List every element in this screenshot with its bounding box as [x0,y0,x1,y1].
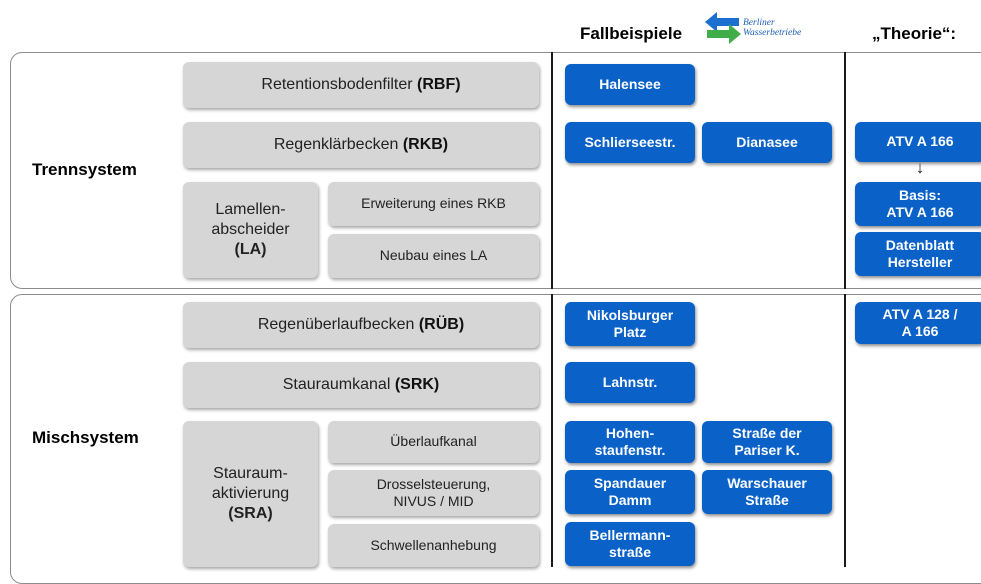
mischsystem-label: Mischsystem [32,428,139,447]
srk-box: Stauraumkanal (SRK) [183,362,539,408]
rbf-box: Retentionsbodenfilter (RBF) [183,62,539,108]
rbf-abbr: (RBF) [417,76,461,93]
sra-line2: aktivierung [211,485,290,502]
example-spandauer-damm: Spandauer Damm [565,470,695,514]
example-strasse-pariser-k: Straße der Pariser K. [702,421,832,463]
srk-abbr: (SRK) [394,376,440,393]
example-nikolsburger-platz: Nikolsburger Platz [565,302,695,346]
example-bellermannstrasse: Bellermann- straße [565,522,695,566]
separator-examples-misch [551,294,553,567]
logo-line2: Wasserbetriebe [743,27,802,38]
header-theorie: „Theorie“: [872,24,957,43]
example-warschauer-strasse: Warschauer Straße [702,470,832,514]
logo-arrows-icon [705,12,741,44]
example-hohenstaufenstr: Hohen- staufenstr. [565,421,695,463]
header-fallbeispiele: Fallbeispiele [580,24,683,43]
la-line2: abscheider [211,221,290,238]
la-box: Lamellen- abscheider (LA) [183,182,318,278]
sra-sub-ueberlaufkanal: Überlaufkanal [328,421,539,463]
la-abbr: (LA) [234,241,267,258]
sra-sub-schwellenanhebung: Schwellenanhebung [328,524,539,567]
logo-line1: Berliner [743,18,775,28]
rub-box: Regenüberlaufbecken (RÜB) [183,302,539,348]
berliner-wasserbetriebe-logo: Berliner Wasserbetriebe [703,10,828,46]
rkb-box: Regenklärbecken (RKB) [183,122,539,168]
la-sub-neubau: Neubau eines LA [328,234,539,278]
theory-basis-atv-a166: Basis: ATV A 166 [855,182,981,226]
sra-line1: Stauraum- [213,465,288,482]
la-line1: Lamellen- [215,201,286,218]
sra-sub-drosselsteuerung: Drosselsteuerung, NIVUS / MID [328,470,539,516]
trennsystem-label: Trennsystem [32,160,137,179]
example-halensee: Halensee [565,64,695,105]
sra-box: Stauraum- aktivierung (SRA) [183,421,318,567]
rkb-text: Regenklärbecken [273,136,403,153]
theory-atv-a166: ATV A 166 [855,122,981,162]
sra-abbr: (SRA) [228,505,273,522]
rub-abbr: (RÜB) [418,316,465,333]
separator-theory-misch [844,294,846,567]
theory-datenblatt: Datenblatt Hersteller [855,232,981,276]
down-arrow-icon: ↓ [915,158,925,177]
separator-theory-trenn [844,52,846,289]
rbf-text: Retentionsbodenfilter [261,76,418,93]
separator-examples-trenn [551,52,553,289]
rkb-abbr: (RKB) [402,136,449,153]
theory-atv-a128-a166: ATV A 128 / A 166 [855,302,981,344]
example-lahnstr: Lahnstr. [565,362,695,403]
la-sub-erweiterung: Erweiterung eines RKB [328,182,539,226]
example-schlierseestr: Schlierseestr. [565,122,695,163]
example-dianasee: Dianasee [702,122,832,163]
srk-text: Stauraumkanal [282,376,395,393]
rub-text: Regenüberlaufbecken [257,316,419,333]
